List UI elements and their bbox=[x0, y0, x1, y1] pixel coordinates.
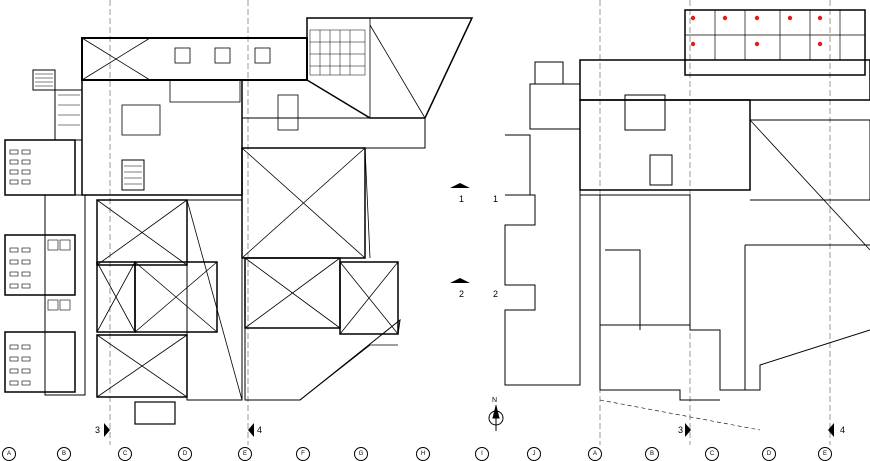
grid-label-b: B bbox=[57, 447, 71, 461]
section-mark-r-3: 3 bbox=[678, 425, 684, 435]
section-mark-4: 4 bbox=[257, 425, 263, 435]
north-wing bbox=[306, 17, 474, 119]
stair-east bbox=[649, 154, 673, 186]
meeting-room bbox=[624, 94, 666, 131]
court-e bbox=[186, 199, 243, 401]
lower-boundary bbox=[244, 318, 401, 401]
section-mark-r-4: 4 bbox=[840, 425, 846, 435]
east-court-2 bbox=[339, 261, 399, 335]
stair-ne bbox=[534, 61, 564, 85]
east-boundary bbox=[750, 119, 870, 201]
tables-cluster bbox=[121, 47, 299, 136]
classroom-2 bbox=[4, 234, 76, 296]
left-floor-plan bbox=[4, 17, 474, 425]
stair-south bbox=[134, 401, 176, 425]
row-mark-r-2: 2 bbox=[493, 289, 499, 299]
grid-label-r-b: B bbox=[645, 447, 659, 461]
grid-label-h: H bbox=[416, 447, 430, 461]
section-markers bbox=[104, 183, 834, 437]
north-label: N bbox=[492, 397, 498, 404]
classroom-3 bbox=[4, 331, 76, 393]
grid-label-e: E bbox=[238, 447, 252, 461]
row-mark-r-1: 1 bbox=[493, 194, 499, 204]
grid-label-i: I bbox=[475, 447, 489, 461]
row-mark-1: 1 bbox=[459, 194, 465, 204]
grid-label-c: C bbox=[118, 447, 132, 461]
grid-label-f: F bbox=[296, 447, 310, 461]
grid-lines bbox=[109, 0, 831, 445]
right-floor-plan bbox=[504, 9, 870, 431]
service-core bbox=[54, 89, 83, 141]
central-lobby bbox=[241, 117, 426, 149]
grid-label-j: J bbox=[527, 447, 541, 461]
row-mark-2: 2 bbox=[459, 289, 465, 299]
main-block bbox=[81, 79, 243, 196]
service-east bbox=[529, 83, 581, 130]
grid-label-r-d: D bbox=[762, 447, 776, 461]
grid-label-r-e: E bbox=[818, 447, 832, 461]
grid-label-d: D bbox=[178, 447, 192, 461]
office-markers bbox=[690, 15, 823, 47]
grid-label-r-c: C bbox=[705, 447, 719, 461]
stair-center bbox=[121, 159, 145, 191]
seating-grid bbox=[309, 29, 366, 76]
west-corridor bbox=[44, 194, 86, 396]
office-block bbox=[684, 9, 866, 76]
stair-nw bbox=[32, 69, 56, 91]
section-mark-3: 3 bbox=[95, 425, 101, 435]
grid-label-g: G bbox=[354, 447, 368, 461]
site-outline bbox=[504, 134, 870, 401]
classroom-1 bbox=[4, 139, 76, 196]
north-arrow bbox=[488, 405, 504, 431]
grid-label-r-a: A bbox=[588, 447, 602, 461]
grid-label-a: A bbox=[2, 447, 16, 461]
east-corridor bbox=[579, 59, 870, 101]
court-c bbox=[96, 261, 136, 333]
